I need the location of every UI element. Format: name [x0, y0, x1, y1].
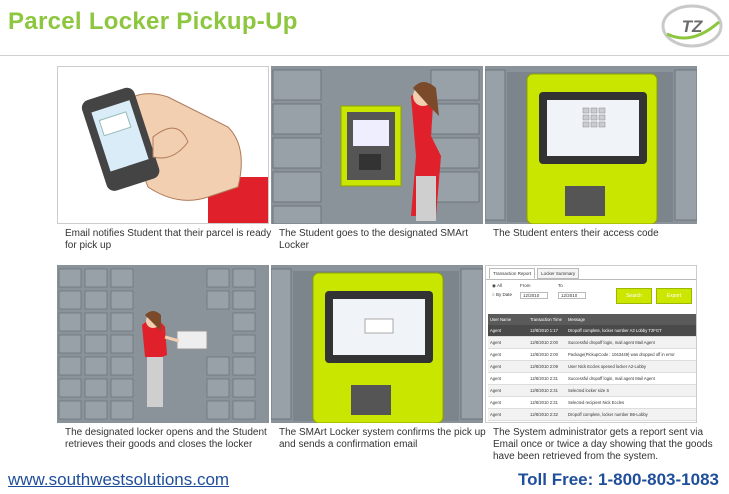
tab-locker-summary[interactable]: Locker Summary [537, 268, 580, 279]
student-opening-locker-illustration [58, 268, 256, 420]
step-3-caption: The Student enters their access code [493, 228, 659, 239]
column-header: User Name [488, 314, 528, 325]
column-header: Transaction Time [528, 314, 566, 325]
cell-user: Agent [488, 325, 528, 337]
cell-time: 12/8/2010 2:31 [528, 396, 566, 409]
cell-message: Dropoff complete, locker number A3 Lobby… [566, 325, 696, 337]
student-at-locker-illustration [272, 69, 480, 224]
filter-all-option[interactable]: ◉ All [492, 283, 502, 288]
step-3-image [485, 66, 697, 224]
filter-by-date-option[interactable]: ○ By Date [492, 292, 512, 297]
step-2-caption: The Student goes to the designated SMArt… [279, 228, 469, 251]
step-1-image [57, 66, 269, 224]
report-tabs: Transaction Report Locker Summary [486, 266, 696, 279]
export-button[interactable]: Export [656, 288, 692, 304]
report-filters: ◉ All ○ By Date From To 12/2010 12/2010 … [486, 279, 696, 314]
cell-time: 12/8/2010 2:00 [528, 336, 566, 349]
transaction-report: Transaction Report Locker Summary ◉ All … [486, 266, 696, 422]
cell-user: Agent [488, 348, 528, 361]
cell-message: Selected locker size S [566, 384, 696, 397]
report-table: User Name Transaction Time Message Agent… [488, 314, 696, 421]
cell-message: Package(PickupCode : 1043449) was droppe… [566, 348, 696, 361]
step-5-image [271, 265, 483, 423]
cell-user: Agent [488, 396, 528, 409]
to-date-field[interactable]: 12/2010 [558, 292, 587, 299]
step-1-caption: Email notifies Student that their parcel… [65, 228, 272, 251]
step-5-caption: The SMArt Locker system confirms the pic… [279, 427, 486, 450]
filter-all-label: All [496, 283, 502, 288]
cell-message: Successful dropoff login, mail agent Mai… [566, 336, 696, 349]
locker-kiosk-confirm-illustration [271, 268, 483, 423]
step-6-image: Transaction Report Locker Summary ◉ All … [485, 265, 697, 423]
cell-message: Successful dropoff login, mail agent Mai… [566, 372, 696, 385]
cell-user: Agent [488, 360, 528, 373]
step-6-caption: The System administrator gets a report s… [493, 427, 713, 462]
from-date-field[interactable]: 12/2010 [520, 292, 549, 299]
tz-logo: TZ [661, 4, 723, 48]
step-2-image [271, 66, 483, 224]
title-divider [0, 55, 729, 56]
cell-time: 12/8/2010 2:31 [528, 384, 566, 397]
tab-transaction-report[interactable]: Transaction Report [489, 268, 536, 279]
cell-message: Selected recipient Nick Eccles [566, 396, 696, 409]
cell-time: 12/8/2010 2:31 [528, 372, 566, 385]
cell-user: Agent [488, 336, 528, 349]
step-4-image [57, 265, 269, 423]
cell-user: Agent [488, 408, 528, 421]
to-label: To [558, 283, 563, 288]
logo-text: TZ [682, 17, 703, 36]
cell-time: 12/8/2010 2:00 [528, 348, 566, 361]
column-header: Message [566, 314, 696, 325]
step-4-caption: The designated locker opens and the Stud… [65, 427, 267, 450]
slide-title: Parcel Locker Pickup-Up [8, 8, 298, 35]
cell-time: 12/8/2010 1:17 [528, 325, 566, 337]
report-header-row: User Name Transaction Time Message [488, 314, 696, 325]
cell-message: Dropoff complete, locker number B6-Lobby [566, 408, 696, 421]
cell-user: Agent [488, 384, 528, 397]
cell-time: 12/8/2010 2:32 [528, 408, 566, 421]
toll-free-number: Toll Free: 1-800-803-1083 [518, 470, 719, 489]
search-button[interactable]: Search [616, 288, 652, 304]
cell-user: Agent [488, 372, 528, 385]
website-link[interactable]: www.southwestsolutions.com [8, 470, 230, 489]
from-label: From [520, 283, 531, 288]
cell-message: User Nick Eccles opened locker A2-Lobby [566, 360, 696, 373]
filter-by-date-label: By Date [495, 292, 512, 297]
phone-in-hand-illustration [81, 87, 268, 223]
locker-kiosk-keypad-illustration [485, 69, 697, 224]
cell-time: 12/8/2010 2:09 [528, 360, 566, 373]
